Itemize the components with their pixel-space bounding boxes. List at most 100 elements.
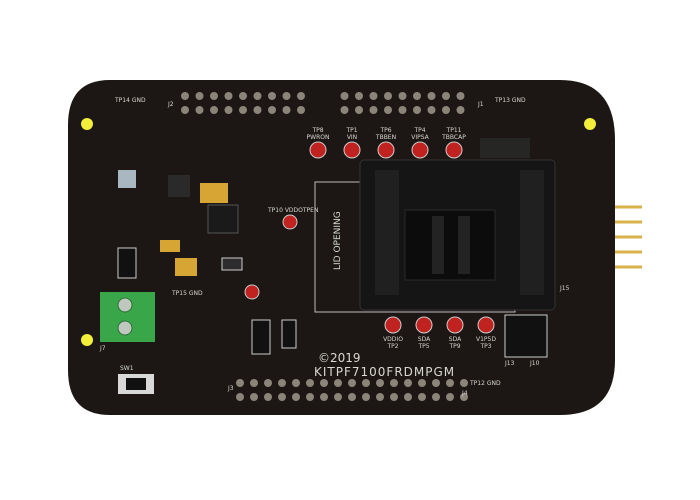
header-pin xyxy=(340,106,349,114)
header-pin xyxy=(355,106,363,114)
header-pin xyxy=(250,393,258,401)
header-pin xyxy=(320,379,328,387)
header-pin xyxy=(306,379,314,387)
part-number-text: KITPF7100FRDMPGM xyxy=(314,365,455,379)
header-pin xyxy=(306,393,314,401)
mounting-holes xyxy=(81,118,596,346)
header-pin xyxy=(239,92,247,100)
header-pin xyxy=(404,379,412,387)
header-pin xyxy=(268,106,276,114)
header-pin xyxy=(460,379,468,387)
reset-switch[interactable] xyxy=(118,374,154,394)
test-point-name: PWRON xyxy=(307,134,330,141)
header-pin xyxy=(384,106,392,114)
header-pin xyxy=(362,379,370,387)
test-point-tp2 xyxy=(384,316,402,334)
test-point-id: TP1 xyxy=(345,127,357,134)
header-pin xyxy=(278,393,286,401)
header-pin xyxy=(210,92,218,100)
header-pin xyxy=(224,106,233,114)
header-pin xyxy=(268,92,276,100)
socket-label: LID OPENING xyxy=(333,211,343,270)
label-tp13: TP13 GND xyxy=(494,97,526,104)
test-point-id: TP3 xyxy=(479,343,491,350)
label-tp10: TP10 VDDOTPEN xyxy=(267,207,318,214)
header-pin xyxy=(456,106,465,114)
header-pin xyxy=(427,92,436,100)
header-pin xyxy=(369,92,378,100)
header-pin xyxy=(210,106,218,114)
label-tp12: TP12 GND xyxy=(469,380,501,387)
screw-terminal-block xyxy=(100,292,155,342)
label-j2: J2 xyxy=(167,101,174,108)
test-point-tp5 xyxy=(415,316,433,334)
label-j1: J1 xyxy=(477,101,484,108)
test-point-id: TP6 xyxy=(379,127,391,134)
header-pin xyxy=(376,393,384,401)
test-point-name: SDA xyxy=(449,336,462,343)
header-pin xyxy=(384,92,392,100)
header-pin xyxy=(456,92,465,100)
test-point-tp9 xyxy=(446,316,464,334)
header-pin xyxy=(239,106,247,114)
header-pin xyxy=(292,393,300,401)
test-point-name: SDA xyxy=(418,336,431,343)
label-tp14: TP14 GND xyxy=(114,97,146,104)
header-pin xyxy=(264,393,272,401)
header-pin xyxy=(297,106,305,114)
header-pin xyxy=(348,393,356,401)
test-point-tp3 xyxy=(477,316,495,334)
components xyxy=(117,138,548,358)
header-pin xyxy=(224,92,233,100)
header-pin xyxy=(442,106,450,114)
header-pin xyxy=(292,379,300,387)
label-j10: J10 xyxy=(529,360,540,367)
test-point-tp8 xyxy=(309,141,327,159)
header-pin xyxy=(376,379,384,387)
header-pin xyxy=(297,92,305,100)
header-pin xyxy=(195,106,204,114)
header-pin xyxy=(413,92,421,100)
header-pin xyxy=(236,393,244,401)
header-pin xyxy=(418,379,426,387)
header-pin xyxy=(253,106,262,114)
header-pin-rows xyxy=(181,92,468,401)
test-point-id: TP2 xyxy=(386,343,398,350)
label-sw1: SW1 xyxy=(120,365,134,372)
header-pin xyxy=(334,379,342,387)
test-point-tp6 xyxy=(377,141,395,159)
label-j15: J15 xyxy=(559,285,570,292)
copyright-text: ©2019 xyxy=(318,351,361,365)
test-point-tp11 xyxy=(445,141,463,159)
header-pin xyxy=(427,106,436,114)
header-pin xyxy=(390,393,398,401)
header-pin xyxy=(348,379,356,387)
header-pin xyxy=(362,393,370,401)
label-tp15: TP15 GND xyxy=(171,290,203,297)
label-j3: J3 xyxy=(227,385,234,392)
header-pin xyxy=(181,92,189,100)
header-pin xyxy=(398,106,407,114)
test-point-name: TBBEN xyxy=(375,134,396,141)
test-point-id: TP4 xyxy=(413,127,425,134)
header-pin xyxy=(413,106,421,114)
header-pin xyxy=(278,379,286,387)
header-pin xyxy=(398,92,407,100)
header-pin xyxy=(320,393,328,401)
header-pin xyxy=(236,379,244,387)
header-pin xyxy=(369,106,378,114)
test-point-tp10 xyxy=(282,214,298,230)
header-pin xyxy=(432,393,440,401)
label-j13: J13 xyxy=(504,360,515,367)
header-pin xyxy=(442,92,450,100)
header-pin xyxy=(282,92,291,100)
test-point-name: V1P5D xyxy=(476,336,496,343)
test-point-id: TP11 xyxy=(446,127,462,134)
header-pin xyxy=(390,379,398,387)
header-pin xyxy=(460,393,468,401)
header-pin xyxy=(355,92,363,100)
header-pin xyxy=(446,379,454,387)
test-point-tp1 xyxy=(343,141,361,159)
header-pin xyxy=(334,393,342,401)
